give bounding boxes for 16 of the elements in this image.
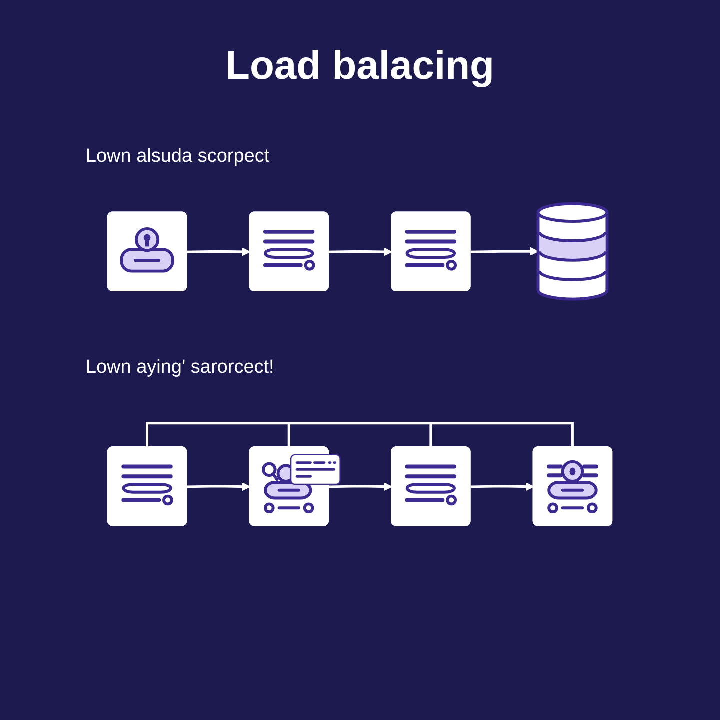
document-icon bbox=[391, 446, 471, 526]
arrow bbox=[470, 482, 534, 492]
arrow bbox=[187, 482, 251, 492]
arrow bbox=[328, 248, 392, 256]
arrow bbox=[470, 247, 539, 256]
document-icon bbox=[249, 212, 329, 292]
profile-badge-icon bbox=[532, 446, 613, 526]
arrow bbox=[187, 248, 251, 256]
section-label: Lown alsuda scorpect bbox=[86, 146, 270, 168]
title: Load balacing bbox=[226, 44, 494, 89]
arrow bbox=[328, 482, 392, 492]
database-icon bbox=[536, 202, 609, 301]
document-icon bbox=[391, 212, 471, 292]
section-label: Lown aying' sarorcect! bbox=[86, 357, 274, 380]
document-icon bbox=[107, 446, 188, 526]
keyhole-icon bbox=[107, 212, 188, 292]
